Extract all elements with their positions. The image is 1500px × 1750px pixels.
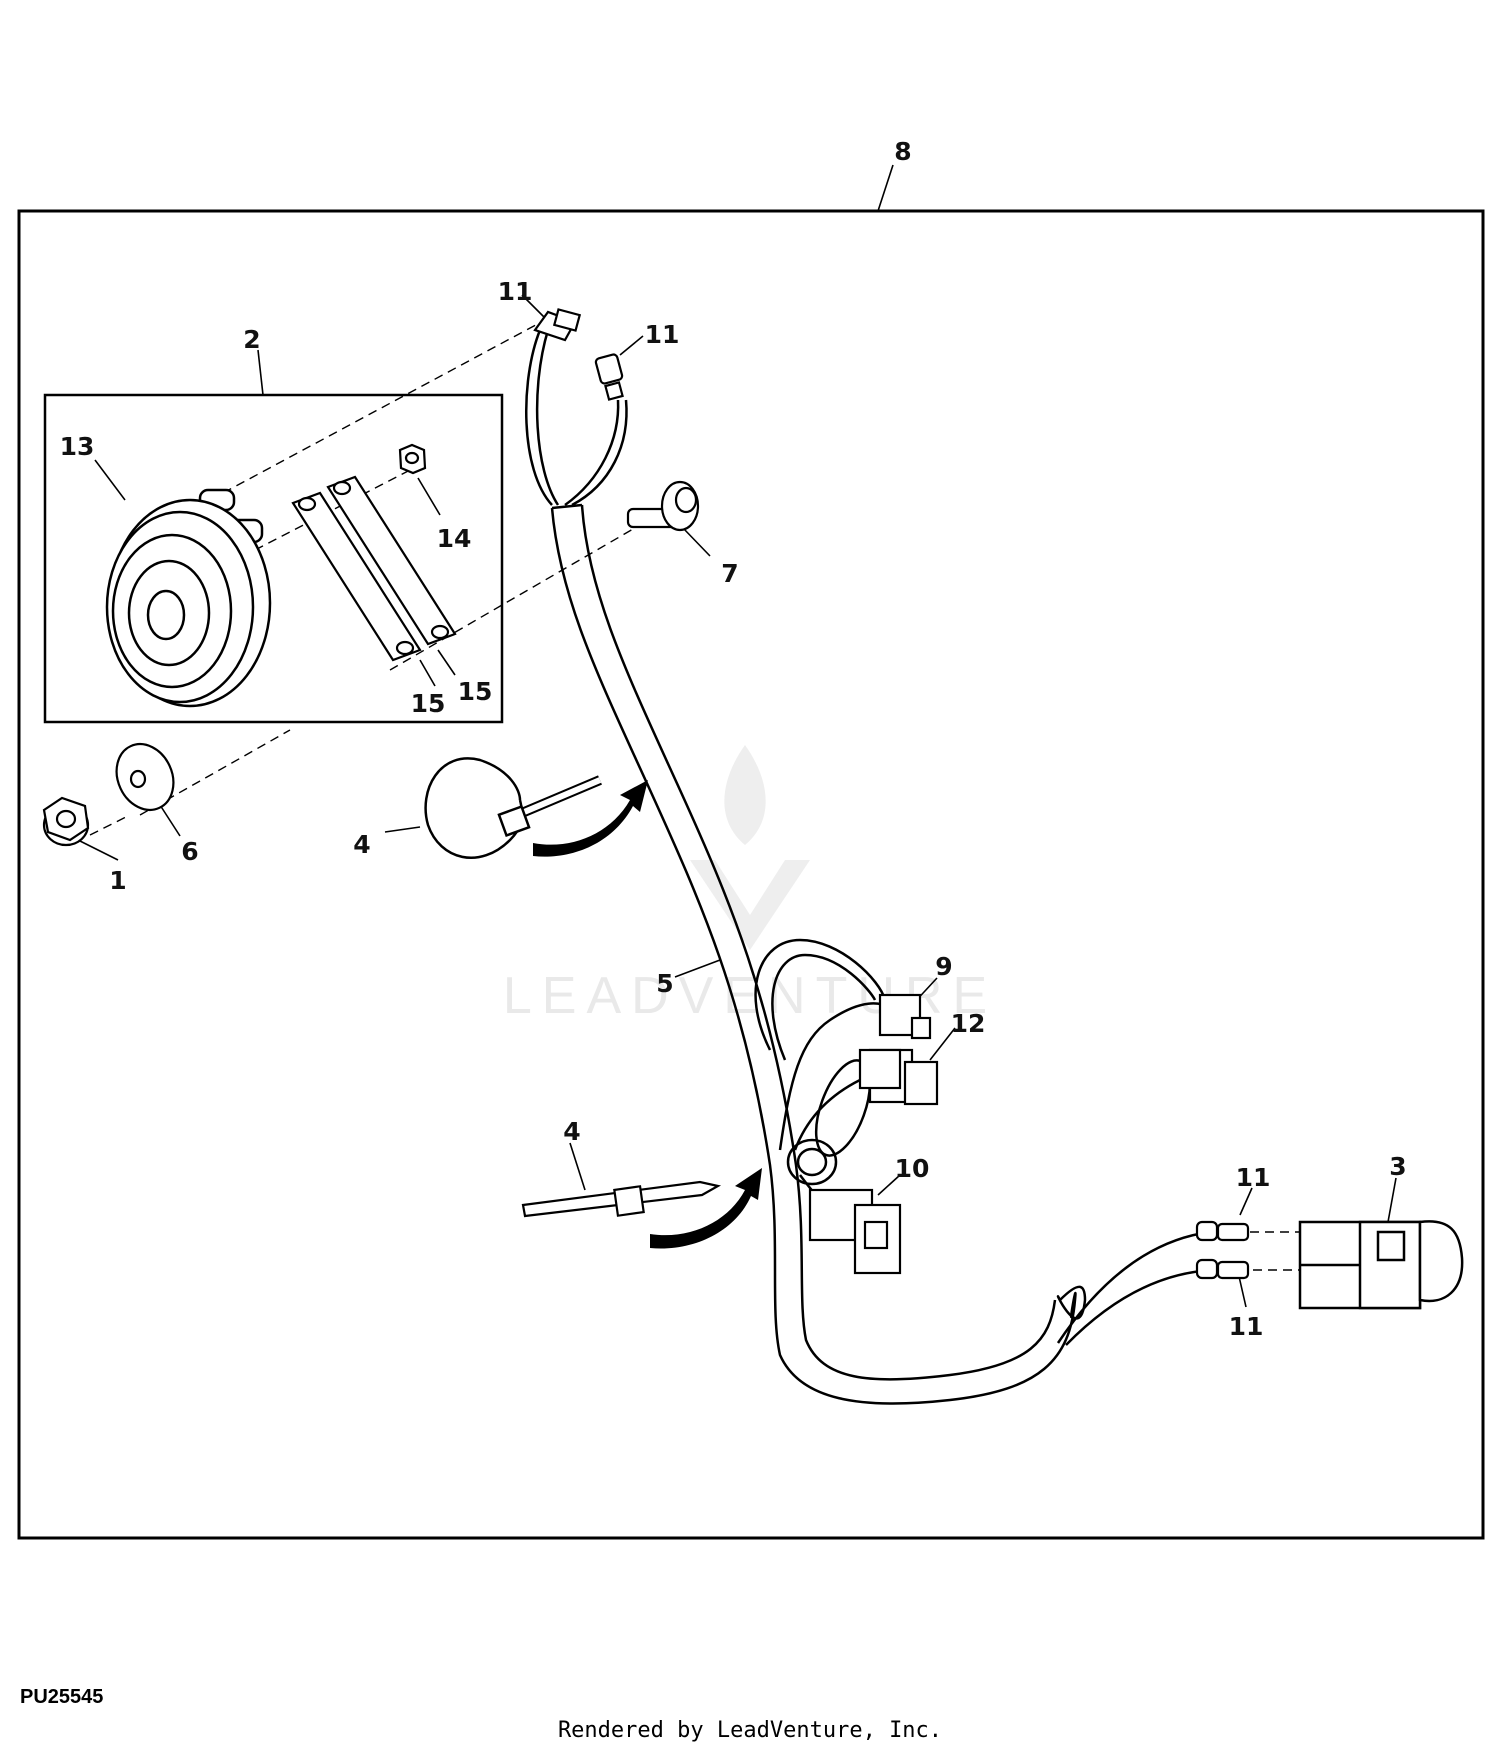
- bracket-icon: [291, 475, 457, 662]
- callout-11b: 11: [645, 320, 680, 349]
- cable-tie-loop-icon: [424, 757, 602, 859]
- callout-2: 2: [243, 325, 260, 354]
- callout-11c: 11: [1236, 1163, 1271, 1192]
- callouts: 8 2 13 14 7 15 15 1 6 4 5 11 11 4 9 12 1…: [60, 137, 1407, 1341]
- callout-13: 13: [60, 432, 95, 461]
- callout-12: 12: [951, 1009, 986, 1038]
- callout-6: 6: [181, 837, 198, 866]
- render-credit: Rendered by LeadVenture, Inc.: [557, 1718, 943, 1743]
- arrow-icon: [533, 780, 762, 1249]
- figure-id: PU25545: [20, 1686, 104, 1708]
- callout-5: 5: [656, 969, 673, 998]
- callout-10: 10: [895, 1154, 930, 1183]
- callout-9: 9: [935, 952, 952, 981]
- bolt-icon: [626, 480, 700, 532]
- switch-icon: [1298, 1220, 1464, 1310]
- watermark-logo: [690, 745, 810, 950]
- cable-tie-straight-icon: [521, 1180, 722, 1218]
- assembly-lines: [89, 319, 1300, 1271]
- callout-15a: 15: [411, 689, 446, 718]
- callout-7: 7: [721, 559, 738, 588]
- callout-4a: 4: [353, 830, 370, 859]
- leader-lines: [77, 164, 1397, 1308]
- washer-icon: [115, 743, 175, 811]
- callout-4b: 4: [563, 1117, 580, 1146]
- watermark-text: LEADVENTURE: [503, 967, 997, 1025]
- horn-icon: [105, 488, 272, 708]
- callout-11d: 11: [1229, 1312, 1264, 1341]
- kit-frame: [17, 209, 1485, 1540]
- callout-14: 14: [437, 524, 472, 553]
- callout-11a: 11: [498, 277, 533, 306]
- horn-assembly-box: [43, 393, 504, 724]
- flange-nut-icon: [42, 796, 90, 847]
- callout-1: 1: [109, 866, 126, 895]
- callout-15b: 15: [458, 677, 493, 706]
- connector-icon: [808, 993, 939, 1275]
- terminal-icon: [533, 308, 1250, 1280]
- callout-8: 8: [894, 137, 911, 166]
- nut-icon: [398, 443, 427, 475]
- callout-3: 3: [1389, 1152, 1406, 1181]
- wiring-harness: [525, 329, 1216, 1405]
